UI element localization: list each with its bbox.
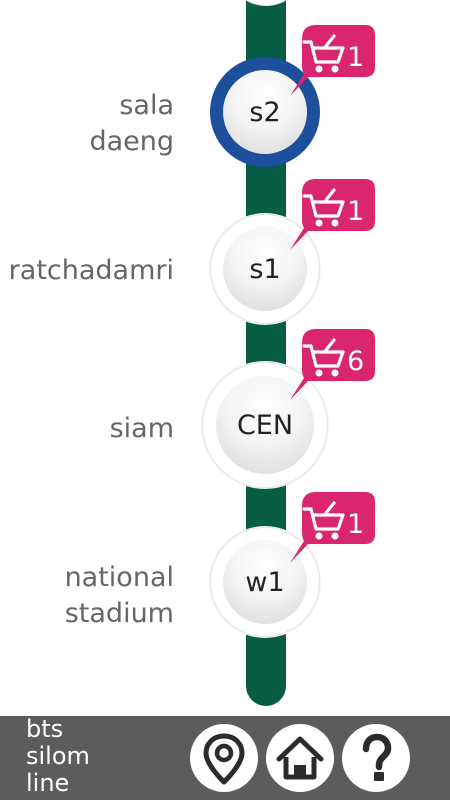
cart-count: 1	[347, 509, 365, 540]
cart-count: 1	[347, 42, 365, 73]
station-name-line: national	[64, 562, 174, 593]
station-name: national stadium	[0, 560, 174, 632]
station-name-line: ratchadamri	[8, 255, 174, 286]
cart-count: 6	[347, 346, 365, 377]
station-name-line: stadium	[64, 598, 174, 629]
station-code: s1	[223, 227, 307, 311]
station-code: w1	[223, 540, 307, 624]
station-name: sala daeng	[0, 88, 174, 160]
station-code: s2	[223, 70, 307, 154]
cart-badge[interactable]: 1	[286, 24, 382, 104]
cart-badge[interactable]: 6	[286, 328, 382, 408]
line-name-line: bts	[26, 715, 64, 743]
home-button[interactable]	[266, 724, 334, 792]
line-name: bts silom line	[26, 716, 166, 797]
station-code: CEN	[216, 376, 314, 474]
cart-badge[interactable]: 1	[286, 178, 382, 258]
line-name-line: line	[26, 769, 70, 797]
cart-badge[interactable]: 1	[286, 491, 382, 571]
cart-icon	[302, 338, 345, 368]
cart-icon	[302, 34, 345, 64]
station-name: ratchadamri	[0, 253, 174, 289]
station-name: siam	[0, 411, 174, 447]
line-name-line: silom	[26, 742, 90, 770]
cart-count: 1	[347, 196, 365, 227]
home-icon	[276, 736, 324, 780]
cart-icon	[302, 501, 345, 531]
help-icon	[362, 733, 392, 781]
bottom-bar: bts silom line	[0, 716, 450, 800]
help-button[interactable]	[342, 724, 410, 792]
location-pin-icon	[203, 733, 245, 785]
station-name-line: siam	[109, 413, 174, 444]
cart-icon	[302, 188, 345, 218]
station-partial-top	[226, 0, 306, 8]
station-name-line: daeng	[89, 126, 174, 157]
location-button[interactable]	[190, 724, 258, 792]
station-name-line: sala	[119, 90, 174, 121]
